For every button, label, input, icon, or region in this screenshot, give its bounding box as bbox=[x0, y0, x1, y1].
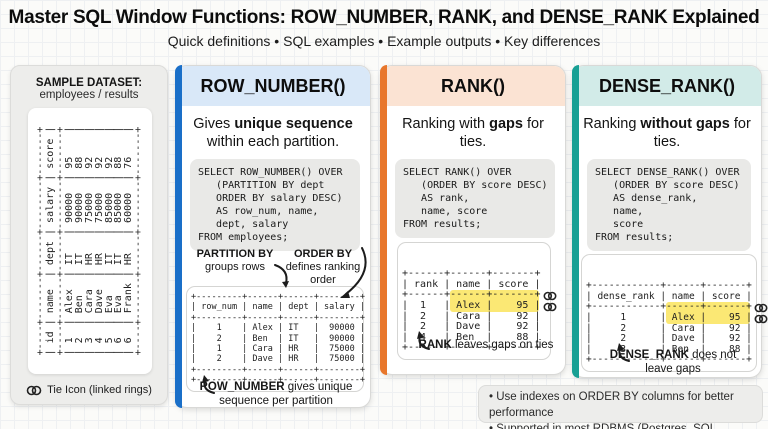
code-line: (ORDER BY score DESC) bbox=[403, 180, 548, 191]
code-line: ORDER BY salary DESC) bbox=[198, 193, 343, 204]
dense-rank-output-table: +------------+------+-------+ | dense_ra… bbox=[581, 254, 768, 372]
row-number-caption-arrow-icon bbox=[202, 375, 215, 394]
table-line: +----+-------+------+--------+-------+ bbox=[133, 126, 145, 356]
table-line: +------+------+-------+ bbox=[402, 268, 541, 280]
rank-definition: Ranking with gaps for ties. bbox=[402, 116, 544, 150]
table-line: | 2 | Dave | 92 | bbox=[586, 333, 752, 345]
sample-dataset-panel: SAMPLE DATASET: employees / results +---… bbox=[10, 65, 168, 405]
code-line: dept, salary bbox=[198, 219, 289, 230]
code-line: SELECT DENSE_RANK() OVER bbox=[595, 167, 740, 178]
dense-rank-panel: DENSE_RANK() Ranking without gaps for ti… bbox=[572, 65, 768, 378]
table-line: | 2 | Dave | HR | 75000 | bbox=[191, 354, 365, 365]
order-by-annotation: ORDER BY defines ranking order bbox=[285, 248, 361, 286]
rank-panel: RANK() Ranking with gaps for ties. SELEC… bbox=[380, 65, 566, 375]
dense-rank-definition: Ranking without gaps for ties. bbox=[583, 116, 751, 150]
code-line: name, score bbox=[403, 206, 488, 217]
page-title: Master SQL Window Functions: ROW_NUMBER,… bbox=[8, 7, 760, 28]
table-line: +---------+------+------+--------+ bbox=[191, 312, 365, 323]
tie-icon bbox=[754, 303, 768, 313]
tie-icon bbox=[543, 291, 557, 301]
sample-dataset-subheading: employees / results bbox=[39, 89, 139, 101]
table-line: | 1 | Alex | 95 | bbox=[586, 311, 752, 323]
table-line: | dense_rank | name | score | bbox=[586, 290, 752, 302]
dense-rank-caption: DENSE_RANK does not leave gaps bbox=[609, 349, 737, 375]
tie-icon bbox=[754, 314, 768, 323]
code-line: FROM employees; bbox=[198, 232, 289, 243]
code-line: (ORDER BY score DESC) bbox=[595, 180, 740, 191]
table-line: +------------+------+-------+ bbox=[586, 354, 752, 366]
sample-dataset-table: +----+-------+------+--------+-------+ |… bbox=[28, 108, 152, 374]
tie-rows-highlight bbox=[666, 302, 751, 324]
rank-caption-arrow-icon bbox=[417, 331, 430, 350]
tie-icon bbox=[26, 385, 42, 395]
table-line: | 2 | Cara | 92 | bbox=[586, 322, 752, 334]
code-line: name, bbox=[595, 206, 644, 217]
dense-rank-sql-code: SELECT DENSE_RANK() OVER (ORDER BY score… bbox=[587, 159, 751, 251]
table-line: | 2 | Dave | 92 | bbox=[402, 321, 541, 333]
table-line: +---------+------+------+--------+ bbox=[191, 292, 365, 302]
table-line: | 2 | Cara | 92 | bbox=[402, 310, 541, 322]
row-number-panel: ROW_NUMBER() Gives unique sequence withi… bbox=[175, 65, 371, 408]
order-by-arrow-icon bbox=[340, 247, 367, 298]
partition-by-arrow-icon bbox=[274, 264, 289, 288]
table-line: | 1 | Alex | 95 | bbox=[402, 299, 541, 311]
table-line: | 3 | Ben | 88 | bbox=[586, 343, 752, 355]
table-line: | row_num | name | dept | salary | bbox=[191, 302, 365, 313]
table-line: | rank | name | score | bbox=[402, 278, 541, 290]
tie-icon-legend-label: Tie Icon (linked rings) bbox=[47, 384, 152, 396]
code-line: (PARTITION BY dept bbox=[198, 180, 325, 191]
notes-box: • Use indexes on ORDER BY columns for be… bbox=[478, 385, 763, 429]
code-line: score bbox=[595, 219, 644, 230]
tie-rows-highlight bbox=[450, 290, 539, 312]
row-number-accent-stripe bbox=[175, 65, 182, 408]
table-line: | 1 | Cara | HR | 75000 | bbox=[191, 344, 365, 355]
code-line: FROM results; bbox=[595, 232, 674, 243]
row-number-definition: Gives unique sequence within each partit… bbox=[193, 116, 353, 150]
table-line: +------------+------+-------+ bbox=[586, 280, 752, 292]
rank-caption: RANK leaves gaps on ties bbox=[418, 339, 554, 351]
rank-panel-title: RANK() bbox=[381, 66, 565, 106]
dense-rank-accent-stripe bbox=[572, 65, 579, 378]
row-number-sql-code: SELECT ROW_NUMBER() OVER (PARTITION BY d… bbox=[190, 159, 360, 251]
dense-rank-panel-title: DENSE_RANK() bbox=[573, 66, 761, 106]
row-number-caption: ROW_NUMBER gives unique sequence per par… bbox=[199, 381, 353, 407]
rank-sql-code: SELECT RANK() OVER (ORDER BY score DESC)… bbox=[395, 159, 555, 238]
code-line: AS row_num, name, bbox=[198, 206, 319, 217]
page-subtitle: Quick definitions • SQL examples • Examp… bbox=[167, 33, 601, 49]
code-line: SELECT RANK() OVER bbox=[403, 167, 512, 178]
code-line: FROM results; bbox=[403, 219, 482, 230]
table-line: +------------+------+-------+ bbox=[586, 301, 752, 313]
row-number-panel-title: ROW_NUMBER() bbox=[176, 66, 370, 106]
tie-icon-legend: Tie Icon (linked rings) bbox=[11, 384, 167, 396]
table-line: | 1 | Alex | IT | 90000 | bbox=[191, 323, 365, 334]
sample-dataset-heading: SAMPLE DATASET: bbox=[35, 77, 143, 89]
code-line: AS rank, bbox=[403, 193, 470, 204]
table-line: +---------+------+------+--------+ bbox=[191, 364, 365, 375]
note-bullet: • Use indexes on ORDER BY columns for be… bbox=[489, 391, 734, 419]
partition-by-annotation: PARTITION BY groups rows bbox=[196, 248, 274, 273]
row-number-output-table: +---------+------+------+--------+ | row… bbox=[186, 286, 365, 392]
dense-rank-caption-arrow-icon bbox=[617, 343, 630, 362]
table-line: +------+------+-------+ bbox=[402, 289, 541, 301]
code-line: SELECT ROW_NUMBER() OVER bbox=[198, 167, 343, 178]
rank-output-table: +------+------+-------+ | rank | name | … bbox=[397, 242, 557, 360]
table-line: +------+------+-------+ bbox=[402, 342, 541, 354]
rank-accent-stripe bbox=[380, 65, 387, 375]
note-bullet: • Supported in most RDBMS (Postgres, SQL… bbox=[489, 423, 716, 429]
tie-icon bbox=[543, 302, 557, 311]
code-line: AS dense_rank, bbox=[595, 193, 698, 204]
sample-dataset-ascii-table: +----+-------+------+--------+-------+ |… bbox=[35, 126, 145, 356]
table-line: +---------+------+------+--------+ bbox=[191, 375, 365, 386]
table-line: | 2 | Ben | IT | 90000 | bbox=[191, 333, 365, 344]
